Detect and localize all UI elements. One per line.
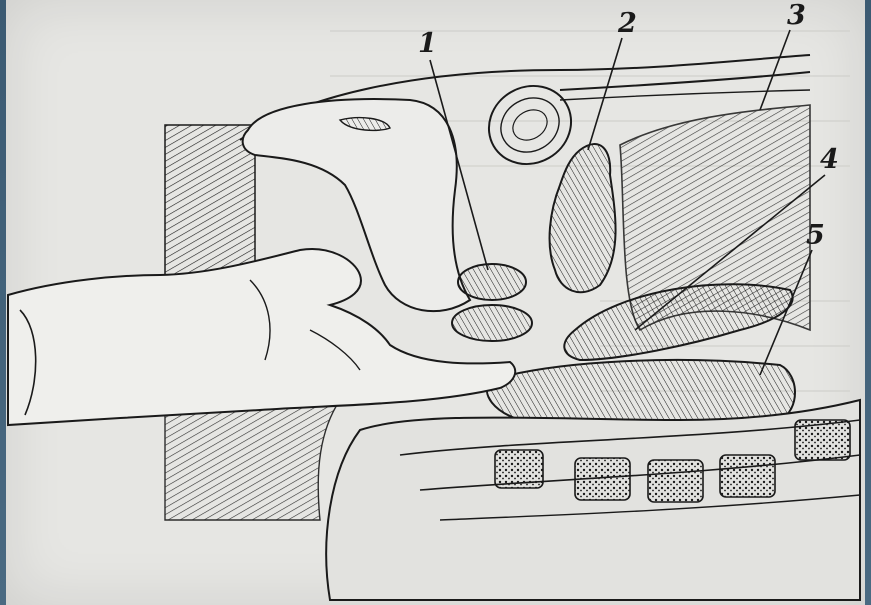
callout-4-label: 4 xyxy=(820,144,839,175)
callout-2-label: 2 xyxy=(617,8,637,39)
callout-2-leader xyxy=(588,38,622,150)
perineal-tissue xyxy=(165,400,340,520)
organ-4 xyxy=(564,284,792,360)
callout-5-label: 5 xyxy=(806,220,825,251)
vertebral-column xyxy=(326,400,860,600)
callout-3-label: 3 xyxy=(787,0,806,31)
callout-1-label: 1 xyxy=(418,28,437,59)
callout-3-leader xyxy=(760,30,790,110)
